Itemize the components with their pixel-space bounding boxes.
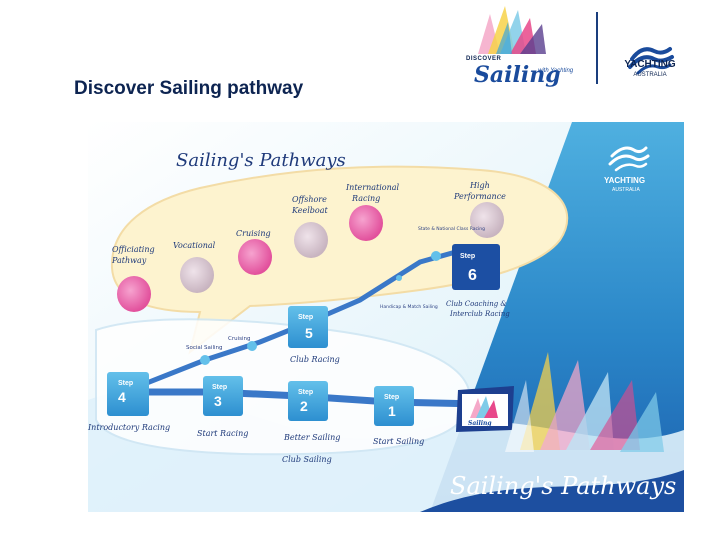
svg-text:5: 5 bbox=[305, 325, 313, 341]
caption-step-6: Club Coaching &Interclub Racing bbox=[446, 300, 510, 318]
panel-australia-label: AUSTRALIA bbox=[612, 187, 640, 193]
svg-text:Step: Step bbox=[298, 314, 313, 321]
label-cruising-path: Cruising bbox=[228, 336, 251, 342]
svg-text:Step: Step bbox=[118, 380, 133, 387]
svg-text:Sailing: Sailing bbox=[468, 420, 492, 427]
svg-text:3: 3 bbox=[214, 393, 222, 409]
yachting-australia-logo-icon bbox=[628, 47, 674, 75]
svg-text:2: 2 bbox=[300, 398, 308, 414]
option-circle-vocational bbox=[180, 257, 214, 293]
svg-text:Step: Step bbox=[212, 384, 227, 391]
page-title: Discover Sailing pathway bbox=[74, 78, 304, 99]
step-5: Step 5 bbox=[288, 306, 328, 348]
panel-yachting-label: YACHTING bbox=[604, 176, 645, 185]
option-circle-cruising bbox=[238, 239, 272, 275]
option-circle-officiating bbox=[117, 276, 151, 312]
option-label-cruising: Cruising bbox=[236, 229, 271, 238]
pathways-heading: Sailing's Pathways bbox=[176, 150, 346, 171]
logo-divider bbox=[596, 12, 598, 84]
footer-pathways-title: Sailing's Pathways bbox=[450, 472, 676, 500]
svg-text:Step: Step bbox=[384, 394, 399, 401]
step-6: Step 6 bbox=[452, 244, 500, 290]
discover-label: DISCOVER bbox=[466, 56, 502, 62]
option-circle-high-performance bbox=[470, 202, 504, 238]
caption-step-5: Club Racing bbox=[290, 355, 340, 364]
svg-text:1: 1 bbox=[388, 403, 396, 419]
yachting-label: YACHTING bbox=[624, 59, 676, 70]
caption-step-3: Start Racing bbox=[197, 429, 248, 438]
label-handicap: Handicap & Match Sailing bbox=[380, 304, 438, 310]
svg-text:6: 6 bbox=[468, 267, 477, 284]
label-state-national: State & National Class Racing bbox=[418, 226, 485, 232]
option-circle-international bbox=[349, 205, 383, 241]
sails-illustration bbox=[505, 352, 664, 452]
label-club-sailing: Club Sailing bbox=[282, 455, 332, 464]
step-4: Step 4 bbox=[107, 372, 149, 416]
step-3: Step 3 bbox=[203, 376, 243, 416]
sailing-wordmark: Sailing bbox=[474, 62, 561, 88]
svg-text:4: 4 bbox=[118, 389, 126, 405]
option-circle-offshore bbox=[294, 222, 328, 258]
discover-sailing-flag: Sailing bbox=[456, 386, 514, 432]
svg-text:Step: Step bbox=[460, 253, 475, 260]
caption-step-2: Better Sailing bbox=[283, 433, 340, 442]
panel-yachting-logo-icon bbox=[608, 146, 650, 172]
step-1: Step 1 bbox=[374, 386, 414, 426]
step-2: Step 2 bbox=[288, 381, 328, 421]
option-label-vocational: Vocational bbox=[173, 241, 216, 250]
svg-text:Step: Step bbox=[298, 389, 313, 396]
label-social-sailing: Social Sailing bbox=[186, 345, 222, 351]
caption-step-1: Start Sailing bbox=[373, 437, 424, 446]
options-speech-bubble bbox=[110, 165, 569, 355]
australia-label: AUSTRALIA bbox=[633, 72, 667, 78]
discover-sailing-logo bbox=[478, 6, 546, 54]
caption-step-4: Introductory Racing bbox=[87, 423, 170, 432]
sailing-tagline: with Yachting bbox=[538, 68, 574, 74]
